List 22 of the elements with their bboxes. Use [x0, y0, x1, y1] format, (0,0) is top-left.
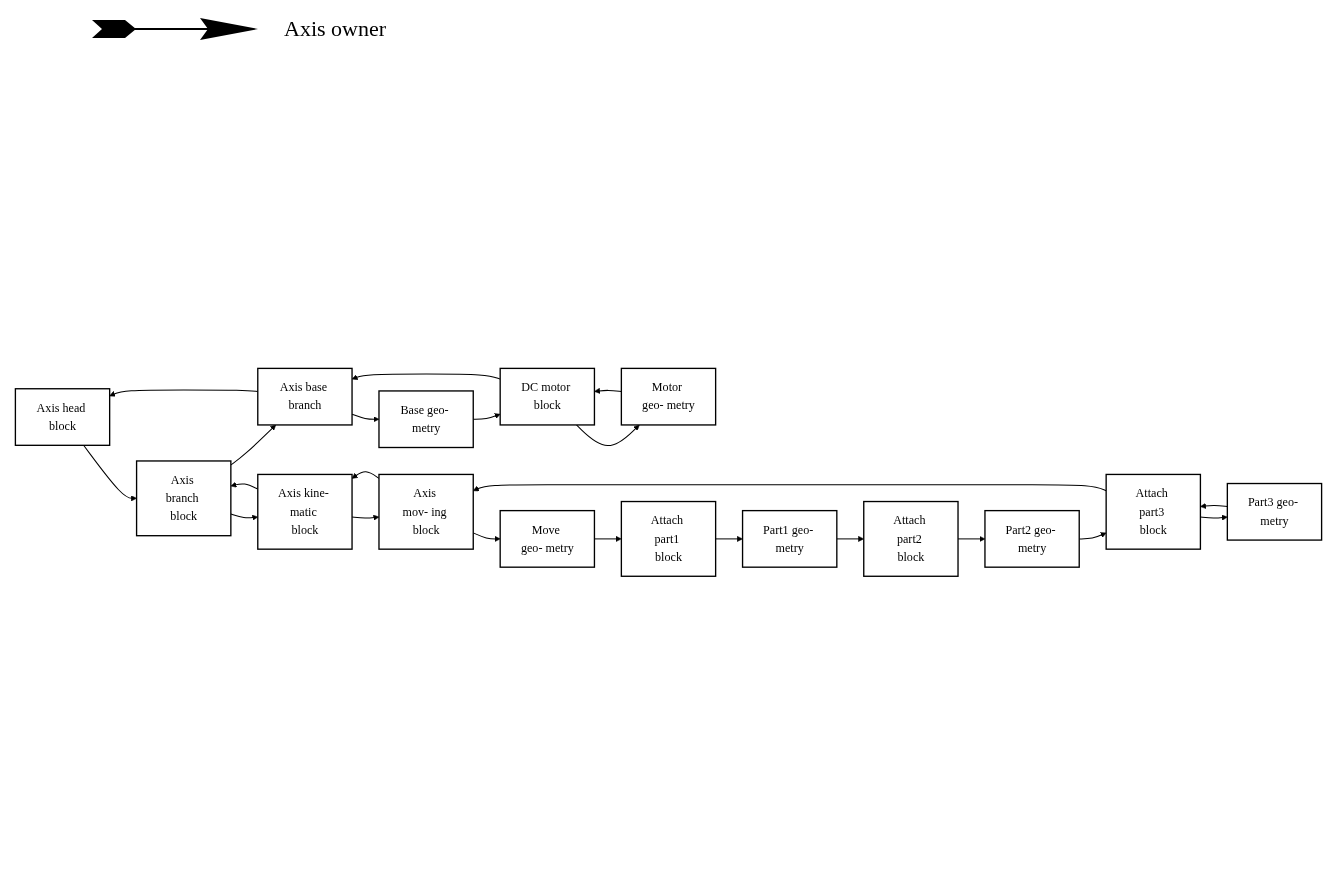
node-box: Axis mov- ing block: [378, 473, 474, 550]
arrow: [594, 388, 622, 394]
node-box: Attach part1 block: [620, 501, 717, 578]
node-box: Axis kine- matic block: [257, 473, 353, 550]
node-box: DC motor block: [499, 367, 596, 426]
legend-text: Axis owner: [284, 16, 387, 42]
arrow: [715, 536, 743, 543]
node-box: Axis base branch: [257, 367, 353, 426]
node-box: Base geo- metry: [378, 390, 474, 449]
node-box: Axis branch block: [135, 460, 232, 537]
node-box: Attach part2 block: [863, 501, 959, 578]
node-box: Move geo- metry: [499, 510, 596, 569]
node-box: Attach part3 block: [1105, 473, 1202, 550]
arrow: [1200, 503, 1228, 510]
node-box: Axis head block: [14, 388, 111, 447]
arrow: [230, 424, 276, 466]
node-box: Part3 geo- metry: [1226, 483, 1323, 541]
arrow: [83, 444, 137, 502]
node-box: Part1 geo- metry: [741, 510, 838, 569]
node-box: Part2 geo- metry: [984, 510, 1080, 569]
arrow: [575, 424, 640, 447]
node-box: Motor geo- metry: [620, 367, 717, 426]
